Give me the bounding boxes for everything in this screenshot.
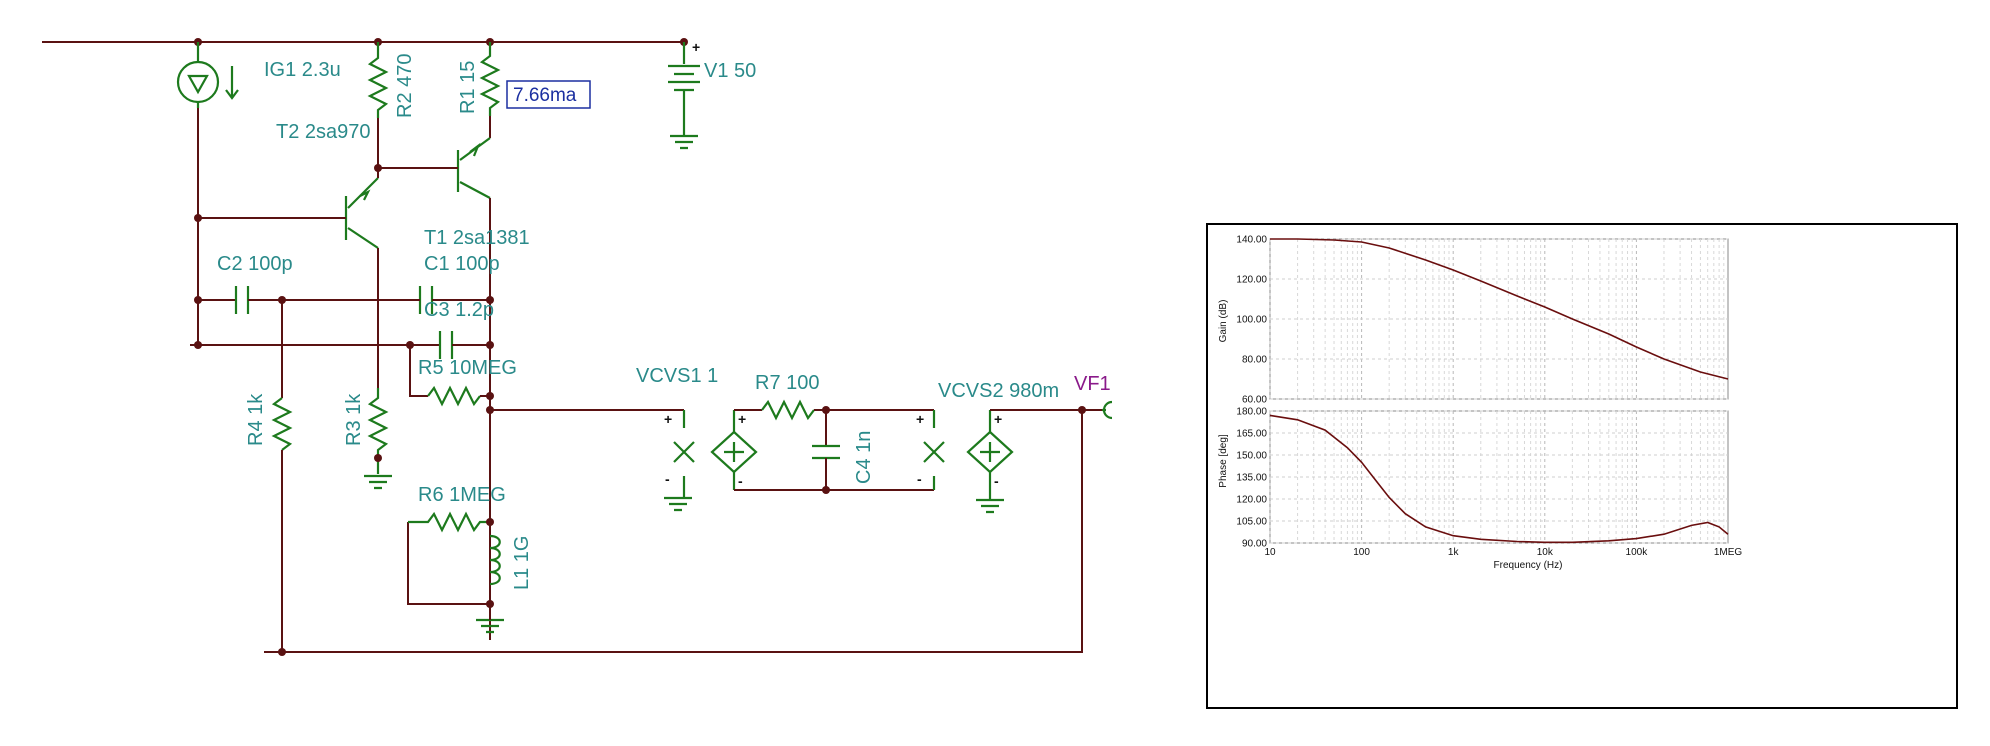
y-tick-label: 90.00 — [1242, 539, 1267, 550]
r6-resistor[interactable] — [408, 511, 490, 533]
x-tick-label: 1MEG — [1714, 547, 1743, 558]
phase-curve — [1269, 414, 1729, 544]
c4-capacitor[interactable] — [812, 444, 840, 460]
junction-dot — [194, 296, 202, 304]
x-tick-label: 10k — [1537, 547, 1554, 558]
y-tick-label: 60.00 — [1242, 395, 1267, 406]
y-tick-label: 180.00 — [1236, 407, 1267, 418]
y-tick-label: 165.00 — [1236, 429, 1267, 440]
phase-panel: 180.00 165.00 150.00 135.00 120.00 105.00 90.0… — [1236, 407, 1742, 559]
y-tick-label: 140.00 — [1236, 235, 1267, 246]
y-tick-label: 120.00 — [1236, 495, 1267, 506]
l1-label: L1 1G — [511, 536, 533, 590]
t2-transistor[interactable] — [344, 177, 379, 249]
r5-label: R5 10MEG — [418, 357, 517, 379]
y-tick-label: 135.00 — [1236, 473, 1267, 484]
vf1-probe[interactable] — [1102, 400, 1113, 420]
circuit-schematic: IG1 2.3u R2 470 R1 15 7.66ma + V1 50 T1 … — [42, 38, 1113, 656]
vcvs2-minus: - — [917, 471, 922, 487]
junction-dot — [486, 406, 494, 414]
vcvs2-out-minus: - — [994, 473, 999, 489]
vcvs2-label: VCVS2 980m — [938, 380, 1059, 402]
r3-label: R3 1k — [343, 393, 365, 446]
vcvs1-plus: + — [664, 411, 672, 427]
y-tick-label: 80.00 — [1242, 355, 1267, 366]
r7-resistor[interactable] — [761, 399, 815, 421]
r5-resistor[interactable] — [427, 385, 481, 407]
vcvs1-out-plus: + — [738, 411, 746, 427]
v1-battery[interactable] — [668, 42, 700, 150]
r6-label: R6 1MEG — [418, 484, 506, 506]
c3-label: C3 1.2p — [424, 299, 494, 321]
r1-resistor[interactable] — [479, 42, 501, 116]
x-tick-label: 100k — [1626, 547, 1649, 558]
y-tick-label: 120.00 — [1236, 275, 1267, 286]
ig1-current-source[interactable] — [176, 42, 239, 108]
vcvs1-out-minus: - — [738, 473, 743, 489]
current-meter-value: 7.66ma — [513, 85, 577, 106]
junction-dot — [486, 518, 494, 526]
x-tick-label: 100 — [1353, 547, 1370, 558]
gain-axis-label: Gain (dB) — [1218, 300, 1229, 343]
gain-curve — [1270, 238, 1729, 380]
vcvs2-out-plus: + — [994, 411, 1002, 427]
bode-plot: Gain (dB) Phase [deg] Frequency (Hz) 140… — [1218, 235, 1742, 572]
junction-dot — [194, 214, 202, 222]
t1-label: T1 2sa1381 — [424, 227, 530, 249]
r2-resistor[interactable] — [367, 42, 389, 118]
junction-dot — [278, 648, 286, 656]
x-tick-label: 10 — [1264, 547, 1276, 558]
r6-left-wire — [407, 522, 490, 605]
r5-left-wire — [409, 345, 428, 397]
frequency-axis-label: Frequency (Hz) — [1494, 560, 1563, 571]
y-tick-label: 105.00 — [1236, 517, 1267, 528]
x-tick-label: 1k — [1448, 547, 1460, 558]
feedback-wire — [264, 410, 1083, 653]
vcvs1-output[interactable] — [710, 410, 758, 490]
junction-dot — [486, 296, 494, 304]
r1-label: R1 15 — [457, 61, 479, 114]
vcvs2-input[interactable] — [923, 410, 945, 490]
ig1-label: IG1 2.3u — [264, 59, 341, 81]
v1-plus-sign: + — [692, 39, 700, 55]
current-meter-box — [506, 80, 591, 109]
vcvs1-minus: - — [665, 471, 670, 487]
r2-label: R2 470 — [394, 54, 416, 119]
bode-plot-frame: Gain (dB) Phase [deg] Frequency (Hz) 140… — [1206, 223, 1958, 709]
vcvs2-plus: + — [916, 411, 924, 427]
vcvs2-output[interactable] — [966, 410, 1014, 514]
vcvs1-input[interactable] — [664, 410, 695, 512]
junction-dot — [374, 454, 382, 462]
t2-label: T2 2sa970 — [276, 121, 371, 143]
vcvs1-label: VCVS1 1 — [636, 365, 718, 387]
junction-dot — [486, 341, 494, 349]
r4-resistor[interactable] — [271, 397, 293, 451]
c1-label: C1 100p — [424, 253, 500, 275]
junction-dot — [486, 392, 494, 400]
phase-axis-label: Phase [deg] — [1218, 434, 1229, 488]
c2-capacitor[interactable] — [234, 286, 250, 314]
gain-panel: 140.00 120.00 100.00 80.00 60.00 — [1236, 235, 1729, 406]
c4-label: C4 1n — [853, 431, 875, 484]
y-tick-label: 100.00 — [1236, 315, 1267, 326]
junction-dot — [194, 341, 202, 349]
r4-label: R4 1k — [245, 393, 267, 446]
y-tick-label: 150.00 — [1236, 451, 1267, 462]
c2-label: C2 100p — [217, 253, 293, 275]
t1-transistor[interactable] — [456, 137, 491, 199]
vf1-label: VF1 — [1074, 373, 1111, 395]
r7-label: R7 100 — [755, 372, 820, 394]
c3-capacitor[interactable] — [438, 331, 454, 359]
r3-resistor[interactable] — [364, 388, 392, 490]
v1-label: V1 50 — [704, 60, 756, 82]
